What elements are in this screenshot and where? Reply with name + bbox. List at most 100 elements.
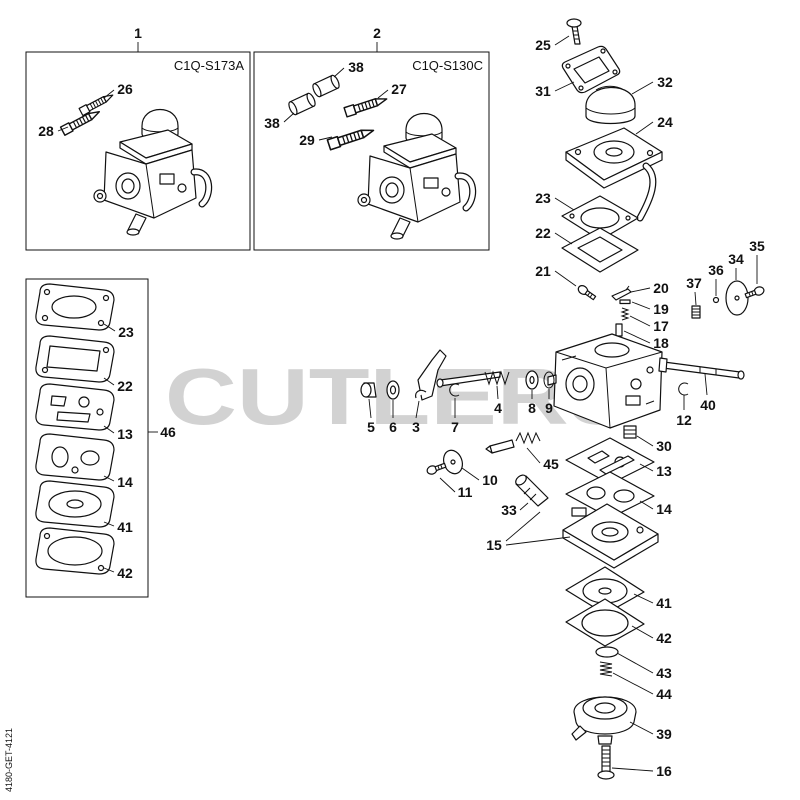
gasket-14 [565, 471, 655, 519]
needle-spring-45 [485, 431, 541, 454]
clip-12 [678, 382, 689, 396]
gasket-31 [561, 45, 621, 94]
kit-callout-14: 14 [117, 474, 133, 490]
nut-5 [360, 382, 377, 398]
callout-37: 37 [686, 275, 702, 291]
pump-cover-24 [565, 127, 663, 222]
kit-gasket-14 [35, 433, 115, 481]
callout-36: 36 [708, 262, 724, 278]
screw-16 [597, 745, 615, 780]
callout-45: 45 [543, 456, 559, 472]
assembly-2-box [253, 51, 490, 251]
throttle-shutter-34 [725, 280, 749, 316]
kit-callout-42: 42 [117, 565, 133, 581]
leader-28 [57, 126, 69, 132]
callout-24: 24 [657, 114, 673, 130]
adjusting-screw-27 [343, 93, 389, 118]
gasket-42 [565, 598, 645, 647]
kit-leader-23 [103, 323, 116, 332]
assembly-1-box [25, 51, 251, 251]
kit-callout-22: 22 [117, 378, 133, 394]
clip-7 [449, 383, 460, 397]
callout-38-b: 38 [264, 115, 280, 131]
screw-35 [743, 284, 766, 301]
linkage-group: 5 6 3 7 4 8 9 45 10 11 33 15 [360, 349, 571, 553]
callout-29: 29 [299, 132, 315, 148]
callout-44: 44 [656, 686, 672, 702]
washer-6 [386, 380, 400, 400]
callout-20: 20 [653, 280, 669, 296]
gasket-kit-group: 46 [25, 278, 176, 598]
callout-34: 34 [728, 251, 744, 267]
linkage-leader-lines [368, 385, 571, 546]
leader-38-a [333, 67, 345, 78]
valve-disc-43 [595, 646, 619, 658]
callout-21: 21 [535, 263, 551, 279]
leader-38-b [283, 112, 295, 123]
callout-42: 42 [656, 630, 672, 646]
callout-32: 32 [657, 74, 673, 90]
kit-gasket-42 [35, 527, 115, 575]
callout-15: 15 [486, 537, 502, 553]
callout-11: 11 [458, 484, 473, 500]
kit-callout-23: 23 [118, 324, 134, 340]
main-leader-lines [554, 35, 758, 772]
ball-36 [712, 296, 720, 304]
pump-dome-32 [585, 85, 636, 125]
gasket-13 [565, 437, 655, 485]
metering-plate-15 [562, 503, 659, 569]
kit-diaphragm-41 [35, 480, 115, 528]
callout-22: 22 [535, 225, 551, 241]
kit-box [25, 278, 149, 598]
kit-gasket-22 [35, 335, 115, 383]
callout-35: 35 [749, 238, 765, 254]
screw-37 [691, 305, 701, 319]
callout-6: 6 [389, 419, 397, 435]
callout-18: 18 [653, 335, 669, 351]
callout-12: 12 [676, 412, 692, 428]
spring-4 [484, 370, 510, 386]
leader-29 [318, 136, 333, 141]
spring-17 [620, 307, 630, 321]
callout-13: 13 [656, 463, 672, 479]
kit-leader-41 [103, 521, 115, 527]
callout-5: 5 [367, 419, 375, 435]
kit-leader-13 [103, 425, 115, 434]
callout-27: 27 [391, 81, 407, 97]
leader-26 [103, 89, 115, 99]
kit-leader-14 [103, 475, 115, 482]
carburetor-body [547, 333, 663, 429]
kit-leader-22 [103, 377, 115, 386]
assembly-1-group: 1 C1Q-S173A 26 28 [25, 25, 251, 251]
disc-10 [442, 449, 464, 475]
throttle-shaft-40 [658, 357, 745, 380]
callout-28: 28 [38, 123, 54, 139]
callout-9: 9 [545, 400, 553, 416]
callout-26: 26 [117, 81, 133, 97]
callout-16: 16 [656, 763, 672, 779]
carburetor-c1q-s173a-drawing [94, 110, 209, 236]
spring-44 [599, 661, 613, 677]
callout-4: 4 [494, 400, 502, 416]
callout-14: 14 [656, 501, 672, 517]
assembly-2-group: 2 C1Q-S130C 38 27 38 29 [253, 25, 490, 251]
main-carburetor-group: 25 31 32 24 23 22 21 20 19 17 18 37 36 3… [535, 18, 766, 780]
inlet-lever-20 [611, 285, 632, 301]
screw-21 [576, 283, 598, 302]
callout-25: 25 [535, 37, 551, 53]
kit-gasket-13 [35, 383, 115, 431]
callout-2: 2 [373, 25, 381, 41]
gasket-22 [561, 227, 639, 273]
limiter-cap-38-a [312, 74, 340, 98]
gasket-23 [561, 195, 639, 241]
callout-19: 19 [653, 301, 669, 317]
callout-7: 7 [451, 419, 459, 435]
fitting-33 [515, 474, 549, 507]
callout-33: 33 [501, 502, 517, 518]
carburetor-c1q-s130c-drawing [358, 114, 473, 240]
kit-callout-41: 41 [117, 519, 133, 535]
inlet-needle-18 [615, 323, 623, 337]
kit-callout-13: 13 [117, 426, 133, 442]
callout-38-a: 38 [348, 59, 364, 75]
pump-cover-39 [571, 696, 637, 745]
